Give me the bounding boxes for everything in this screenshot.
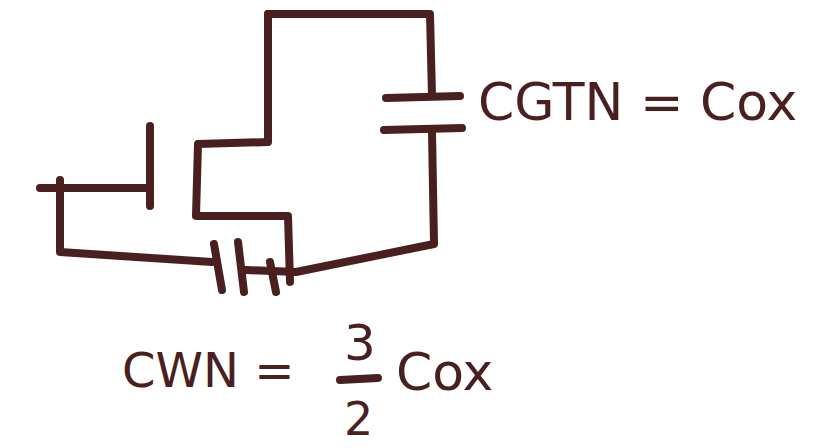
formula-label: 2 [344,396,373,442]
capacitor-plate [386,96,460,98]
formula-label: CWN = [122,346,294,394]
overlap-wire [60,180,212,262]
capacitor-plate [214,244,222,290]
fraction-bar [340,378,378,380]
capacitor-plate [384,128,462,130]
top-wire [268,14,432,96]
formula-label: CGTN = Cox [478,76,797,128]
capacitor-plate [238,242,244,292]
capacitor-plate [270,262,276,292]
return-wire [246,132,434,272]
gate-plate [146,126,154,206]
channel-wire [196,14,290,282]
formula-label: 3 [344,318,376,368]
formula-label: Cox [396,346,493,398]
